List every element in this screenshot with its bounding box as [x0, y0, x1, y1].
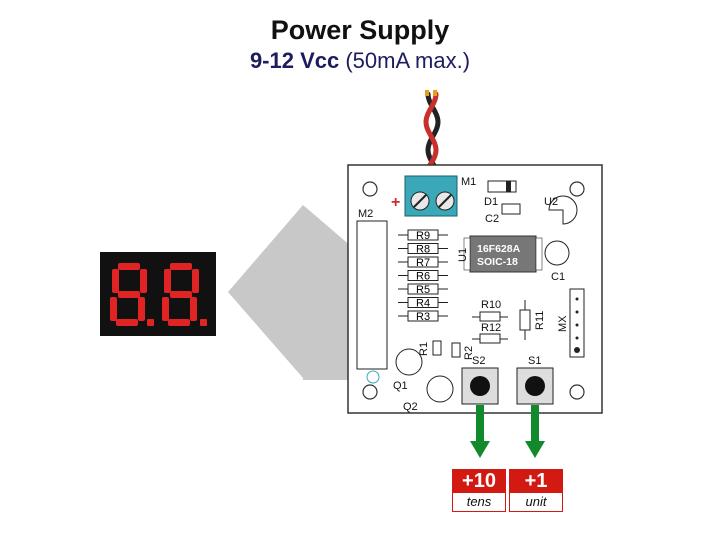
- label-r8: R8: [416, 244, 430, 256]
- resistor-r3: R3: [398, 310, 448, 323]
- badge-tens: +10 tens: [452, 469, 506, 513]
- pushbutton-s1[interactable]: [516, 367, 554, 405]
- seven-segment-display: [100, 252, 216, 336]
- label-r7: R7: [416, 257, 430, 269]
- transistor-q1: [366, 348, 423, 384]
- chip-label-line2: SOIC-18: [477, 256, 518, 268]
- resistor-r6: R6: [398, 270, 448, 283]
- badge-tens-caption: tens: [452, 493, 506, 512]
- resistor-r7: R7: [398, 256, 448, 269]
- label-c2: C2: [485, 213, 499, 225]
- label-r12: R12: [481, 322, 501, 334]
- resistor-r5: R5: [398, 283, 448, 296]
- label-r4: R4: [416, 298, 430, 310]
- header-mx: [569, 288, 585, 358]
- label-d1: D1: [484, 196, 498, 208]
- green-arrow-unit: [525, 405, 545, 458]
- label-u1: U1: [457, 248, 469, 262]
- green-arrow-tens: [470, 405, 490, 458]
- microcontroller-u1: [463, 235, 543, 273]
- power-supply-spec: 9-12 Vcc (50mA max.): [0, 46, 720, 76]
- capacitor-c2: [501, 203, 521, 215]
- badge-unit-value: +1: [509, 469, 563, 493]
- resistor-r12: [472, 333, 508, 344]
- label-r1: R1: [418, 342, 430, 356]
- label-r5: R5: [416, 284, 430, 296]
- label-q1: Q1: [393, 380, 408, 392]
- mounting-holes: [362, 181, 585, 400]
- label-s1: S1: [528, 355, 541, 367]
- badge-unit: +1 unit: [509, 469, 563, 513]
- capacitor-c1: [544, 240, 570, 266]
- label-r6: R6: [416, 271, 430, 283]
- label-q2: Q2: [403, 401, 418, 413]
- terminal-block-m1: [404, 175, 458, 217]
- label-r11: R11: [534, 311, 546, 330]
- label-m2: M2: [358, 208, 373, 220]
- resistor-r4: R4: [398, 297, 448, 310]
- power-supply-title: Power Supply: [270, 15, 450, 45]
- label-r10: R10: [481, 299, 501, 311]
- resistor-r2: [451, 342, 461, 358]
- plus-label: +: [391, 194, 400, 211]
- label-mx: MX: [557, 315, 569, 332]
- label-m1: M1: [461, 176, 476, 188]
- label-r3: R3: [416, 311, 430, 323]
- resistor-r10: [472, 311, 508, 322]
- label-s2: S2: [472, 355, 485, 367]
- badge-unit-caption: unit: [509, 493, 563, 512]
- voltage-spec: 9-12 Vcc: [249, 48, 340, 73]
- title-block: Power Supply 9-12 Vcc (50mA max.): [0, 14, 720, 76]
- label-r2: R2: [463, 346, 475, 360]
- transistor-q2: [426, 375, 454, 403]
- current-spec: (50mA max.): [345, 48, 471, 73]
- diode-d1: [487, 180, 517, 193]
- label-u2: U2: [544, 196, 558, 208]
- pushbutton-s2[interactable]: [461, 367, 499, 405]
- resistor-r1: [432, 340, 442, 356]
- regulator-u2: [548, 195, 578, 225]
- resistor-r11: [519, 300, 531, 340]
- chip-label-line1: 16F628A: [477, 243, 521, 255]
- label-r9: R9: [416, 230, 430, 242]
- label-c1: C1: [551, 271, 565, 283]
- resistor-r9: R9: [398, 229, 448, 242]
- resistor-r8: R8: [398, 243, 448, 256]
- badge-tens-value: +10: [452, 469, 506, 493]
- connector-m2: [356, 220, 388, 370]
